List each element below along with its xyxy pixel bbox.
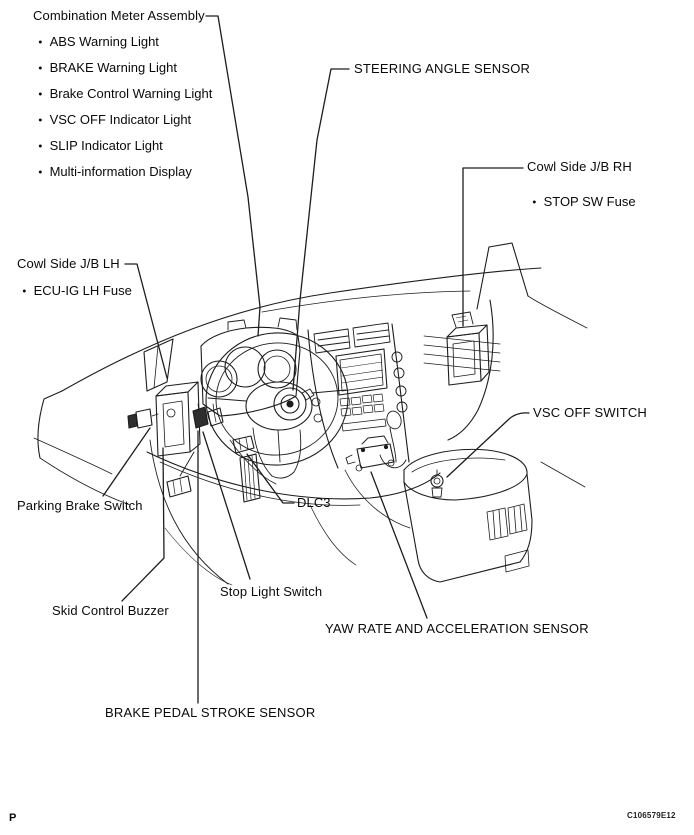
- meter-item-multi-info: • Multi-information Display: [38, 164, 192, 179]
- jb-rh-item-stop-sw-fuse: • STOP SW Fuse: [532, 194, 636, 209]
- steering-angle-sensor-part: [273, 387, 315, 421]
- leader-yaw-rate-sensor: [370, 471, 428, 619]
- dashboard-outline: [37, 267, 542, 506]
- meter-item-brake: • BRAKE Warning Light: [38, 60, 177, 75]
- dlc3-part: [232, 435, 255, 454]
- jb-lh-item-ecu-ig-fuse: • ECU-IG LH Fuse: [22, 283, 132, 298]
- bullet-icon: •: [532, 195, 537, 208]
- combination-meter-item-list: • ABS Warning Light • BRAKE Warning Ligh…: [38, 35, 212, 191]
- pedals: [166, 451, 261, 503]
- center-stack: [307, 322, 410, 469]
- leader-dlc3: [246, 453, 295, 504]
- center-console: [403, 448, 533, 583]
- yaw-rate-sensor-part: [345, 435, 395, 472]
- shift-lever: [309, 410, 411, 566]
- cowl-side-jb-lh-part: [155, 381, 201, 457]
- label-stop-light-switch: Stop Light Switch: [220, 584, 323, 599]
- pedal-switches: [192, 403, 224, 429]
- bullet-icon: •: [38, 87, 43, 100]
- label-vsc-off-switch: VSC OFF SWITCH: [533, 405, 648, 420]
- label-steering-angle-sensor: STEERING ANGLE SENSOR: [354, 61, 531, 76]
- label-combination-meter-assembly: Combination Meter Assembly: [33, 8, 205, 23]
- label-cowl-side-jb-rh: Cowl Side J/B RH: [527, 159, 632, 174]
- label-brake-pedal-stroke-sensor: BRAKE PEDAL STROKE SENSOR: [105, 705, 316, 720]
- meter-item-abs: • ABS Warning Light: [38, 34, 159, 49]
- leader-cowl-side-jb-lh: [124, 263, 168, 379]
- bullet-icon: •: [22, 284, 27, 297]
- bullet-icon: •: [38, 113, 43, 126]
- parking-brake-switch-part: [127, 408, 159, 429]
- vsc-off-switch-part: [430, 469, 444, 498]
- leader-vsc-off-switch: [446, 412, 530, 478]
- leader-combination-meter: [205, 15, 261, 337]
- label-yaw-rate-sensor: YAW RATE AND ACCELERATION SENSOR: [325, 621, 589, 636]
- left-floor-lines: [33, 437, 233, 586]
- leader-cowl-side-jb-rh: [462, 167, 524, 327]
- leader-skid-control-buzzer: [121, 447, 165, 602]
- leader-stop-light-switch: [202, 431, 251, 580]
- leader-steering-angle-sensor: [292, 68, 350, 391]
- meter-item-slip: • SLIP Indicator Light: [38, 138, 163, 153]
- page-marker: P: [9, 812, 17, 824]
- label-parking-brake-switch: Parking Brake Switch: [17, 498, 143, 513]
- label-cowl-side-jb-lh: Cowl Side J/B LH: [17, 256, 120, 271]
- meter-item-brake-control: • Brake Control Warning Light: [38, 86, 213, 101]
- meter-item-vsc-off: • VSC OFF Indicator Light: [38, 112, 192, 127]
- bullet-icon: •: [38, 35, 43, 48]
- label-dlc3: DLC3: [297, 495, 331, 510]
- leader-lines: [102, 15, 530, 704]
- right-pillar-and-kick-panel: [423, 242, 588, 488]
- bullet-icon: •: [38, 139, 43, 152]
- figure-code: C106579E12: [627, 811, 676, 820]
- bullet-icon: •: [38, 165, 43, 178]
- cowl-side-jb-rh-part: [446, 311, 490, 386]
- bullet-icon: •: [38, 61, 43, 74]
- leader-parking-brake-switch: [102, 427, 151, 497]
- label-skid-control-buzzer: Skid Control Buzzer: [52, 603, 169, 618]
